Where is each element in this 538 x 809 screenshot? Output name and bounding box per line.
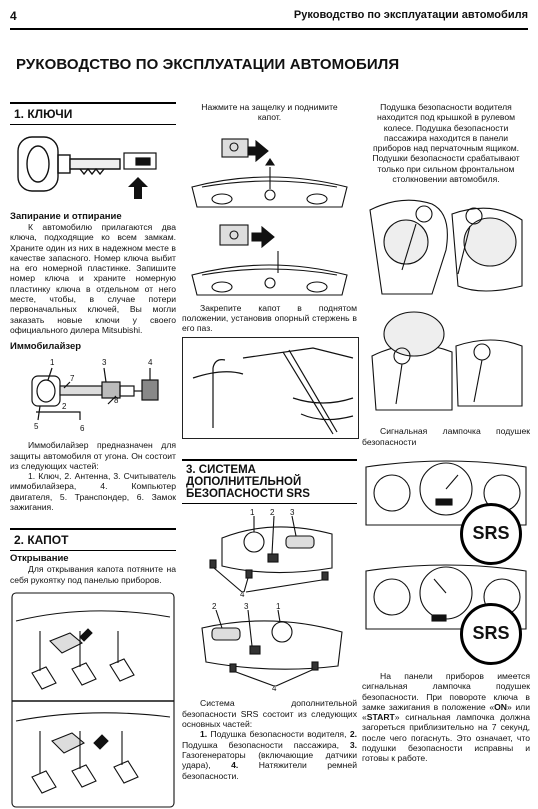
srs-part-num-1: 1. — [200, 729, 208, 740]
column-airbags: Подушка безопасности водителя находится … — [362, 102, 530, 764]
srs-diagram-top: 1 2 3 4 — [182, 508, 357, 600]
lamp-on-label: ON — [494, 701, 507, 712]
hood-open-text: Для открывания капота потяните на себя р… — [10, 564, 176, 585]
immobilizer-heading: Иммобилайзер — [10, 341, 82, 353]
srs-bottom-callout-2: 2 — [212, 602, 217, 612]
srs-intro-text: Система дополнительной безопасности SRS … — [182, 698, 357, 730]
lamp-start-label: START — [366, 712, 395, 723]
driver-airbag-illustration — [369, 200, 523, 295]
key-illustration — [17, 136, 157, 199]
column-keys-hood: 1. КЛЮЧИ Запирание и отпирание К автомоб… — [10, 102, 176, 809]
airbag-text: Подушка безопасности водителя находится … — [372, 102, 520, 185]
main-title: РУКОВОДСТВО ПО ЭКСПЛУАТАЦИИ АВТОМОБИЛЯ — [16, 56, 400, 73]
passenger-airbag-illustration — [371, 311, 523, 411]
srs-bottom-callout-1: 1 — [276, 602, 281, 612]
section-srs-heading: 3. СИСТЕМА ДОПОЛНИТЕЛЬНОЙ БЕЗОПАСНОСТИ S… — [182, 459, 357, 505]
lamp-caption: Сигнальная лампочка подушек безопасности — [362, 426, 530, 447]
hood-prop-text: Закрепите капот в поднятом положении, ус… — [182, 302, 357, 334]
srs-part-3: Газогенераторы (включающие датчики удара… — [182, 749, 357, 771]
page-header: 4 Руководство по эксплуатации автомобиля — [10, 6, 528, 30]
srs-parts-list: 1. Подушка безопасности водителя, 2. Под… — [182, 729, 357, 780]
hood-open-heading: Открывание — [10, 553, 69, 565]
callout-1: 1 — [50, 358, 55, 368]
srs-top-callout-2: 2 — [270, 508, 275, 518]
running-title: Руководство по эксплуатации автомобиля — [293, 9, 528, 21]
section-hood-heading: 2. КАПОТ — [10, 528, 176, 552]
section-keys-heading: 1. КЛЮЧИ — [10, 102, 176, 125]
column-hood-srs: Нажмите на защелку и поднимите капот. — [182, 102, 359, 781]
callout-4: 4 — [148, 358, 153, 368]
srs-part-num-2: 2. — [349, 729, 357, 740]
srs-top-callout-4: 4 — [240, 590, 245, 600]
callout-7: 7 — [70, 374, 75, 384]
callout-5: 5 — [34, 422, 39, 432]
srs-drawing-bottom — [201, 610, 343, 688]
immobilizer-parts: 1. Ключ, 2. Антенна, 3. Считыватель иммо… — [10, 471, 176, 513]
gauge-cluster-drawing-2 — [365, 564, 527, 630]
callout-8: 8 — [114, 396, 119, 406]
srs-part-num-3: 3. — [349, 739, 358, 750]
srs-warning-badge: SRS — [460, 502, 522, 565]
callout-3: 3 — [102, 358, 107, 368]
srs-bottom-callout-4: 4 — [272, 684, 277, 694]
srs-bottom-callout-3: 3 — [244, 602, 249, 612]
srs-top-callout-1: 1 — [250, 508, 255, 518]
callout-2: 2 — [62, 402, 67, 412]
srs-warning-badge-2: SRS — [460, 602, 522, 665]
lock-heading: Запирание и отпирание — [10, 211, 122, 222]
immobilizer-drawing — [31, 368, 159, 421]
srs-part-num-4: 4. — [231, 760, 239, 771]
immobilizer-text: Иммобилайзер предназначен для защиты авт… — [10, 440, 176, 471]
key-drawing — [17, 136, 121, 192]
srs-drawing-top — [209, 516, 333, 594]
immobilizer-diagram: 1 6 3 4 5 7 8 2 — [10, 358, 176, 436]
hood-release-illustration — [11, 592, 175, 808]
key-tag — [123, 152, 157, 170]
lamp-text-part-1: На панели приборов имеется сигнальная ла… — [362, 670, 530, 712]
gauge-cluster-1: SRS — [362, 455, 530, 565]
callout-6: 6 — [80, 424, 85, 434]
srs-part-4: Натяжители ремней безопасности. — [182, 760, 358, 781]
lamp-text: На панели приборов имеется сигнальная ла… — [362, 671, 530, 764]
page-number: 4 — [10, 9, 17, 23]
arrow-up-icon — [128, 177, 148, 199]
srs-diagram-bottom: 2 3 1 4 — [182, 602, 357, 694]
srs-part-2: Подушка безопасности пассажира, — [182, 739, 339, 750]
hood-prop-illustration — [182, 337, 359, 440]
srs-part-1: Подушка безопасности водителя, — [207, 729, 347, 740]
lamp-text-part-2: » или « — [362, 701, 530, 723]
lamp-text-part-3: » сигнальная лампочка должна загореться … — [362, 712, 530, 764]
gauge-cluster-2: SRS — [362, 559, 530, 665]
hood-raised-illustration — [191, 224, 348, 296]
hood-latch-text: Нажмите на защелку и поднимите капот. — [201, 102, 338, 123]
lock-text: К автомобилю прилагаются два ключа, подх… — [10, 222, 176, 335]
hood-latch-illustration — [191, 138, 348, 208]
srs-top-callout-3: 3 — [290, 508, 295, 518]
